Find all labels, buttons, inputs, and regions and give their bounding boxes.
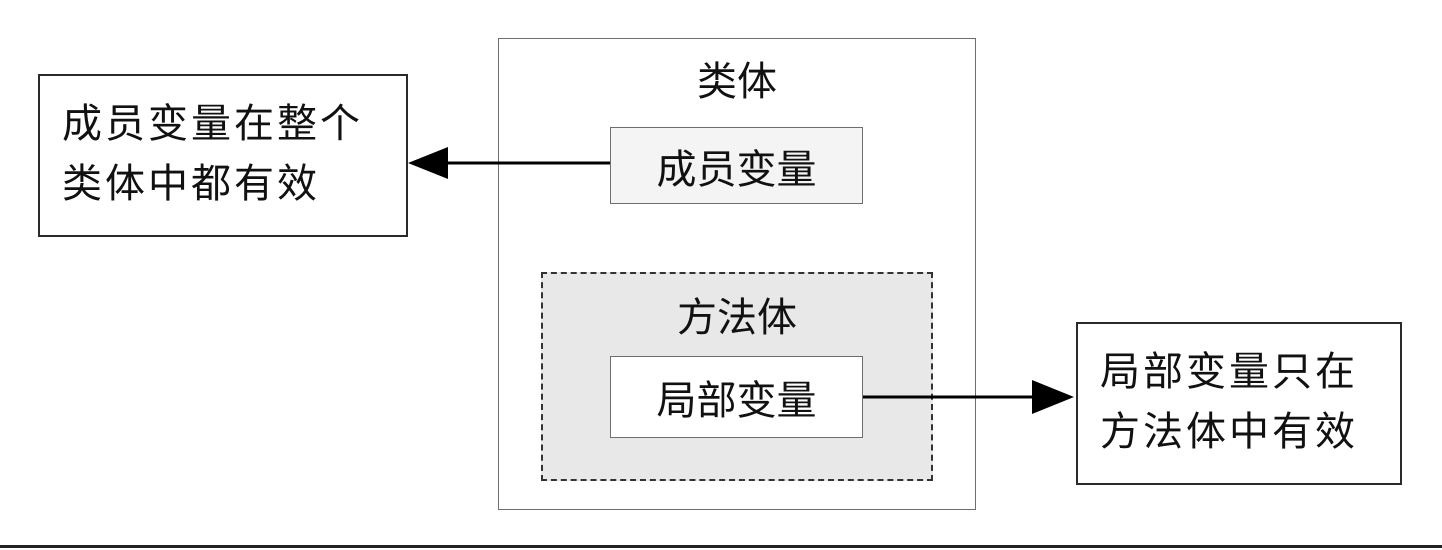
- member-variable-label: 成员变量: [656, 146, 817, 193]
- bottom-divider: [0, 545, 1442, 548]
- local-variable-box: 局部变量: [610, 356, 863, 438]
- member-variable-box: 成员变量: [610, 127, 863, 204]
- local-variable-label: 局部变量: [656, 378, 817, 424]
- local-scope-line-2: 方法体中有效: [1100, 409, 1358, 455]
- local-arrow-head: [1032, 380, 1074, 414]
- class-body-title: 类体: [697, 59, 777, 105]
- local-scope-line-1: 局部变量只在: [1100, 349, 1358, 395]
- method-body-title: 方法体: [677, 295, 797, 341]
- member-scope-note: 成员变量在整个 类体中都有效: [38, 74, 408, 237]
- member-arrow-head: [408, 147, 448, 179]
- local-scope-note: 局部变量只在 方法体中有效: [1076, 322, 1402, 485]
- member-scope-line-2: 类体中都有效: [62, 161, 320, 207]
- member-scope-line-1: 成员变量在整个: [62, 101, 363, 147]
